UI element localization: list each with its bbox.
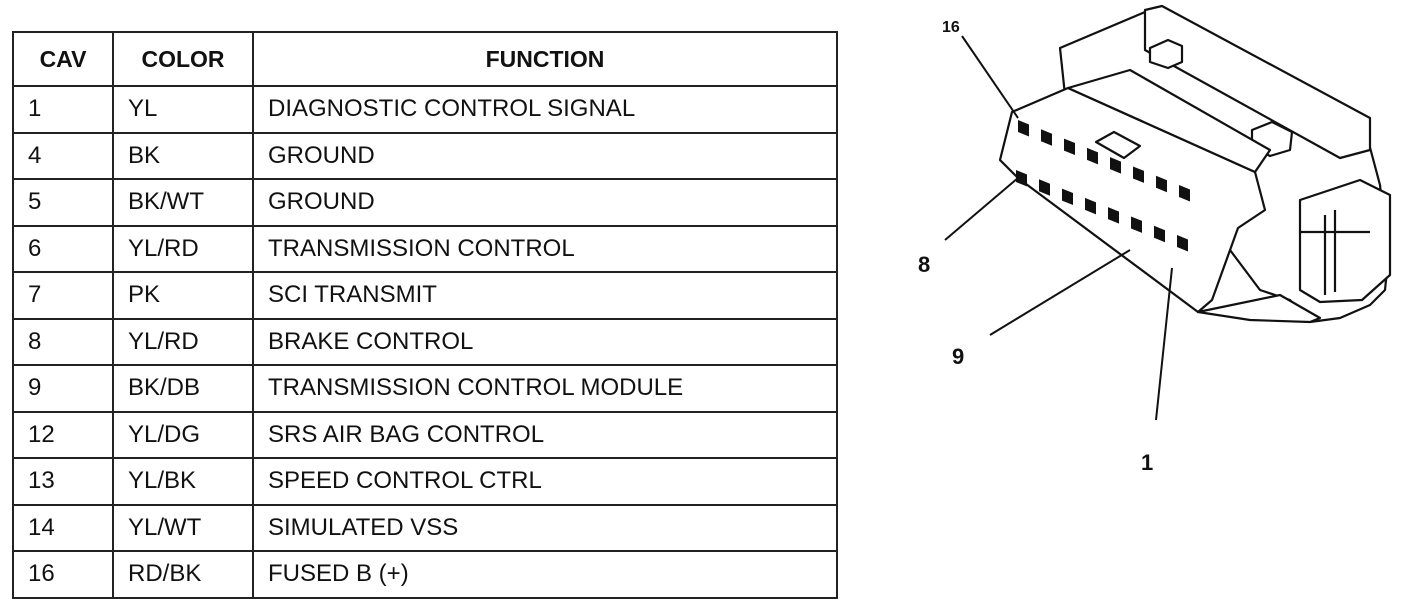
table-row: 8 YL/RD BRAKE CONTROL (12, 317, 838, 366)
leader-8 (944, 177, 1019, 241)
leader-1 (1155, 267, 1173, 421)
function-cell: SPEED CONTROL CTRL (252, 457, 838, 506)
cav-cell: 14 (12, 503, 114, 552)
cav-cell: 5 (12, 178, 114, 227)
side-clip (1298, 178, 1392, 304)
function-cell: BRAKE CONTROL (252, 317, 838, 366)
leader-16 (961, 35, 1019, 119)
leader-9 (989, 249, 1131, 336)
color-cell: BK (112, 131, 254, 180)
color-cell: YL/WT (112, 503, 254, 552)
table-row: 13 YL/BK SPEED CONTROL CTRL (12, 457, 838, 506)
header-cav: CAV (12, 31, 114, 87)
cav-cell: 6 (12, 224, 114, 273)
function-cell: FUSED B (+) (252, 550, 838, 599)
cav-cell: 16 (12, 550, 114, 599)
table-row: 4 BK GROUND (12, 131, 838, 180)
pin-label-8: 8 (918, 252, 930, 277)
color-cell: YL/DG (112, 410, 254, 459)
pin-label-9: 9 (952, 344, 964, 369)
latch-tab (1148, 38, 1184, 70)
function-cell: TRANSMISSION CONTROL (252, 224, 838, 273)
table-row: 14 YL/WT SIMULATED VSS (12, 503, 838, 552)
header-color: COLOR (112, 31, 254, 87)
connector-pinout-table: CAV COLOR FUNCTION 1 YL DIAGNOSTIC CONTR… (12, 31, 838, 599)
function-cell: SRS AIR BAG CONTROL (252, 410, 838, 459)
function-cell: SCI TRANSMIT (252, 271, 838, 320)
connector-diagram: 16 8 9 1 (918, 4, 1392, 475)
color-cell: YL/RD (112, 224, 254, 273)
function-cell: GROUND (252, 131, 838, 180)
table-row: 6 YL/RD TRANSMISSION CONTROL (12, 224, 838, 273)
pin-label-16: 16 (942, 19, 960, 36)
cav-cell: 4 (12, 131, 114, 180)
table-row: 1 YL DIAGNOSTIC CONTROL SIGNAL (12, 85, 838, 134)
cav-cell: 8 (12, 317, 114, 366)
cav-cell: 13 (12, 457, 114, 506)
table-header-row: CAV COLOR FUNCTION (12, 31, 838, 87)
table-row: 5 BK/WT GROUND (12, 178, 838, 227)
pin-label-1: 1 (1141, 450, 1153, 475)
cav-cell: 9 (12, 364, 114, 413)
function-cell: DIAGNOSTIC CONTROL SIGNAL (252, 85, 838, 134)
function-cell: GROUND (252, 178, 838, 227)
connector-latch (1143, 4, 1372, 160)
color-cell: YL (112, 85, 254, 134)
cav-cell: 1 (12, 85, 114, 134)
function-cell: TRANSMISSION CONTROL MODULE (252, 364, 838, 413)
table-row: 12 YL/DG SRS AIR BAG CONTROL (12, 410, 838, 459)
cav-cell: 7 (12, 271, 114, 320)
table-row: 7 PK SCI TRANSMIT (12, 271, 838, 320)
color-cell: BK/DB (112, 364, 254, 413)
color-cell: YL/BK (112, 457, 254, 506)
color-cell: BK/WT (112, 178, 254, 227)
table-row: 9 BK/DB TRANSMISSION CONTROL MODULE (12, 364, 838, 413)
function-cell: SIMULATED VSS (252, 503, 838, 552)
table-row: 16 RD/BK FUSED B (+) (12, 550, 838, 599)
color-cell: RD/BK (112, 550, 254, 599)
header-function: FUNCTION (252, 31, 838, 87)
pin-cavities (1016, 119, 1190, 252)
color-cell: YL/RD (112, 317, 254, 366)
color-cell: PK (112, 271, 254, 320)
cav-cell: 12 (12, 410, 114, 459)
